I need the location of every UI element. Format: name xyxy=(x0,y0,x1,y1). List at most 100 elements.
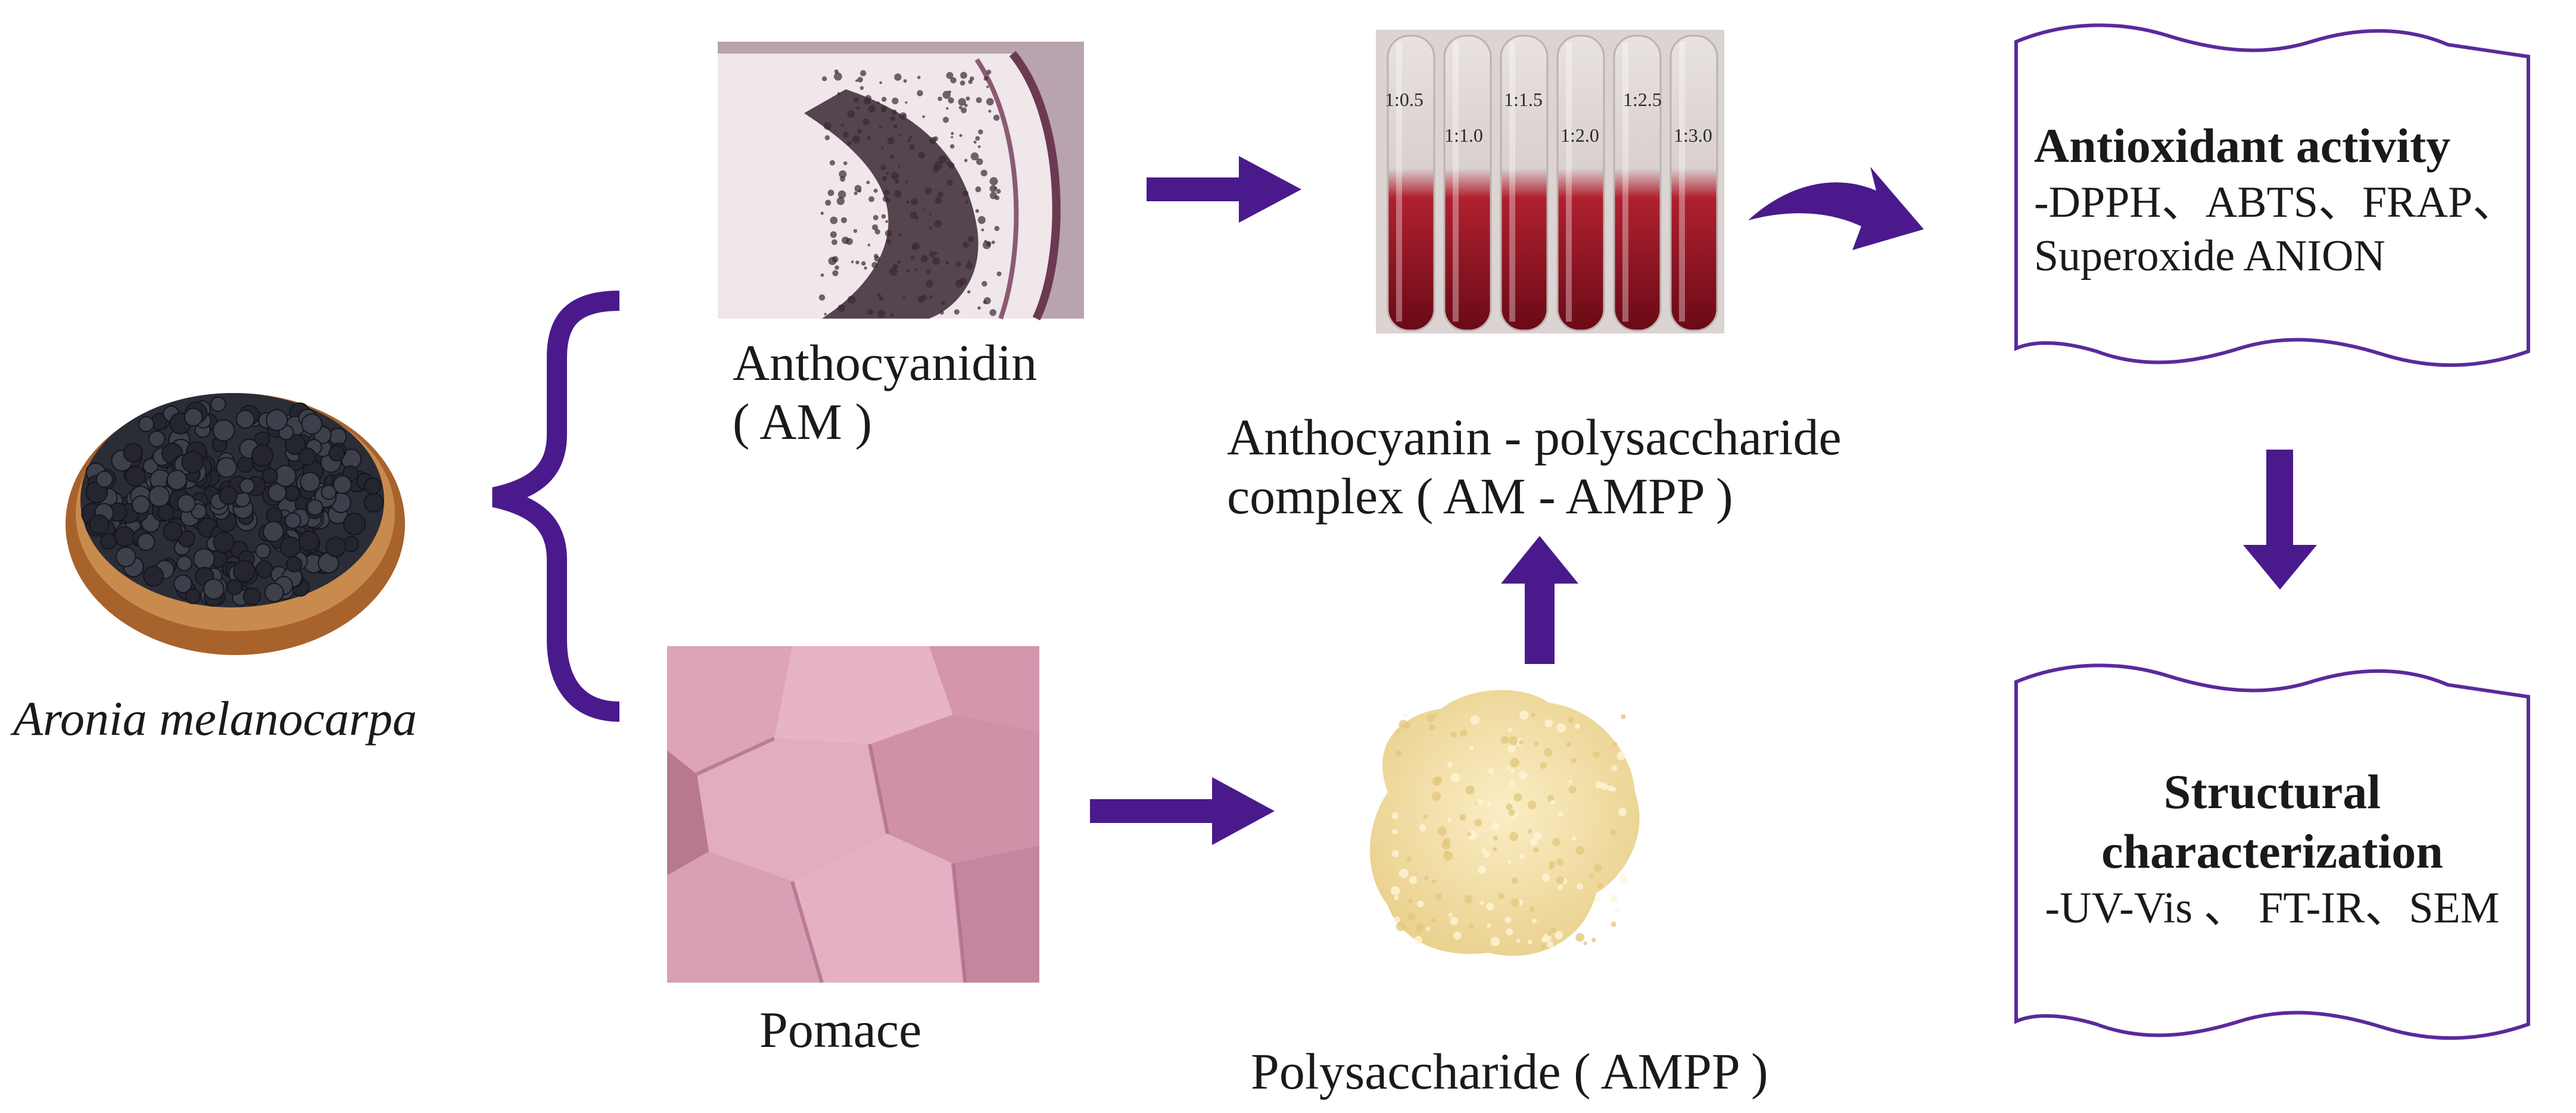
residue-speck xyxy=(827,189,834,197)
test-tube xyxy=(1443,35,1492,332)
residue-speck xyxy=(825,199,831,206)
residue-speck xyxy=(892,97,899,105)
powder-grain xyxy=(1534,831,1542,840)
residue-speck xyxy=(880,164,886,171)
residue-speck xyxy=(886,198,891,203)
powder-grain xyxy=(1467,832,1472,837)
residue-speck xyxy=(830,216,838,225)
complex-label-line1: Anthocyanin - polysaccharide xyxy=(1227,409,1842,466)
residue-speck xyxy=(965,200,968,204)
residue-speck xyxy=(977,216,986,225)
powder-grain xyxy=(1611,765,1618,771)
powder-grain xyxy=(1417,900,1424,908)
berry-dot xyxy=(213,531,235,553)
residue-speck xyxy=(994,226,1000,232)
structural-title-line2: characterization xyxy=(2101,824,2443,879)
residue-speck xyxy=(831,239,837,245)
residue-speck xyxy=(843,132,849,138)
antioxidant-methods-line1: -DPPH、ABTS、FRAP、 xyxy=(2034,178,2517,227)
arrow-pomace-to-polysaccharide xyxy=(1090,777,1275,845)
residue-speck xyxy=(840,217,848,223)
powder-grain xyxy=(1568,780,1572,784)
powder-grain xyxy=(1583,941,1587,946)
berry-dot xyxy=(177,494,196,513)
residue-speck xyxy=(951,136,954,139)
powder-grain xyxy=(1444,850,1449,856)
residue-speck xyxy=(908,135,912,139)
residue-speck xyxy=(837,92,840,95)
residue-speck xyxy=(866,180,870,185)
powder-grain xyxy=(1508,809,1515,816)
residue-speck xyxy=(895,179,899,184)
berry-dot xyxy=(163,521,183,541)
residue-speck xyxy=(993,114,1000,121)
powder-grain xyxy=(1392,829,1398,835)
residue-speck xyxy=(938,155,947,164)
powder-grain xyxy=(1474,819,1482,827)
powder-grain xyxy=(1460,729,1468,737)
residue-speck xyxy=(829,160,836,166)
tube-highlight xyxy=(1622,42,1628,322)
powder-grain xyxy=(1403,713,1408,718)
residue-speck xyxy=(871,261,878,269)
residue-speck xyxy=(861,261,866,266)
residue-speck xyxy=(840,176,846,182)
residue-speck xyxy=(929,137,936,144)
residue-speck xyxy=(917,76,921,79)
powder-grain xyxy=(1509,832,1519,841)
powder-grain xyxy=(1500,735,1509,744)
powder-grain xyxy=(1407,912,1416,920)
berry-dot xyxy=(176,555,192,572)
residue-speck xyxy=(857,77,863,83)
aronia-label: Aronia melanocarpa xyxy=(13,691,417,746)
tube-highlight xyxy=(1679,42,1685,322)
powder-grain xyxy=(1404,722,1411,729)
powder-grain xyxy=(1593,751,1600,759)
residue-speck xyxy=(868,196,875,202)
powder-grain xyxy=(1533,847,1539,853)
powder-grain xyxy=(1486,902,1494,911)
powder-grain xyxy=(1621,714,1626,719)
residue-speck xyxy=(877,310,886,318)
residue-speck xyxy=(884,229,892,237)
residue-speck xyxy=(822,76,827,82)
powder-grain xyxy=(1546,931,1552,936)
antioxidant-methods-line2: Superoxide ANION xyxy=(2034,232,2385,281)
residue-speck xyxy=(918,151,926,159)
residue-speck xyxy=(932,257,940,265)
complex-label: Anthocyanin - polysaccharide complex ( A… xyxy=(1227,408,1842,526)
residue-speck xyxy=(929,295,933,299)
residue-speck xyxy=(917,296,924,303)
powder-grain xyxy=(1541,944,1546,949)
powder-grain xyxy=(1505,916,1512,924)
residue-speck xyxy=(937,96,942,101)
residue-speck xyxy=(883,189,890,195)
residue-speck xyxy=(893,124,898,129)
powder-grain xyxy=(1488,768,1494,775)
powder-grain xyxy=(1544,719,1553,728)
residue-speck xyxy=(894,190,902,198)
residue-speck xyxy=(853,229,858,233)
berry-dot xyxy=(123,442,143,463)
test-tube xyxy=(1387,35,1435,332)
berry-dot xyxy=(325,536,347,557)
berry-dot xyxy=(332,475,352,494)
residue-speck xyxy=(907,139,911,142)
powder-grain xyxy=(1434,776,1443,784)
residue-speck xyxy=(898,260,901,264)
berry-dot xyxy=(233,560,256,582)
ratio-label-5: 1:2.5 xyxy=(1623,89,1662,110)
powder-grain xyxy=(1558,811,1563,817)
powder-grain xyxy=(1477,865,1487,874)
residue-speck xyxy=(970,152,979,161)
berry-dot xyxy=(298,447,317,466)
residue-speck xyxy=(996,189,1001,194)
berry-dot xyxy=(185,588,201,604)
residue-speck xyxy=(982,241,991,250)
berry-dot xyxy=(255,543,271,559)
berry-dot xyxy=(343,512,366,535)
residue-speck xyxy=(839,170,847,179)
berry-dot xyxy=(95,470,113,488)
residue-speck xyxy=(968,236,974,242)
